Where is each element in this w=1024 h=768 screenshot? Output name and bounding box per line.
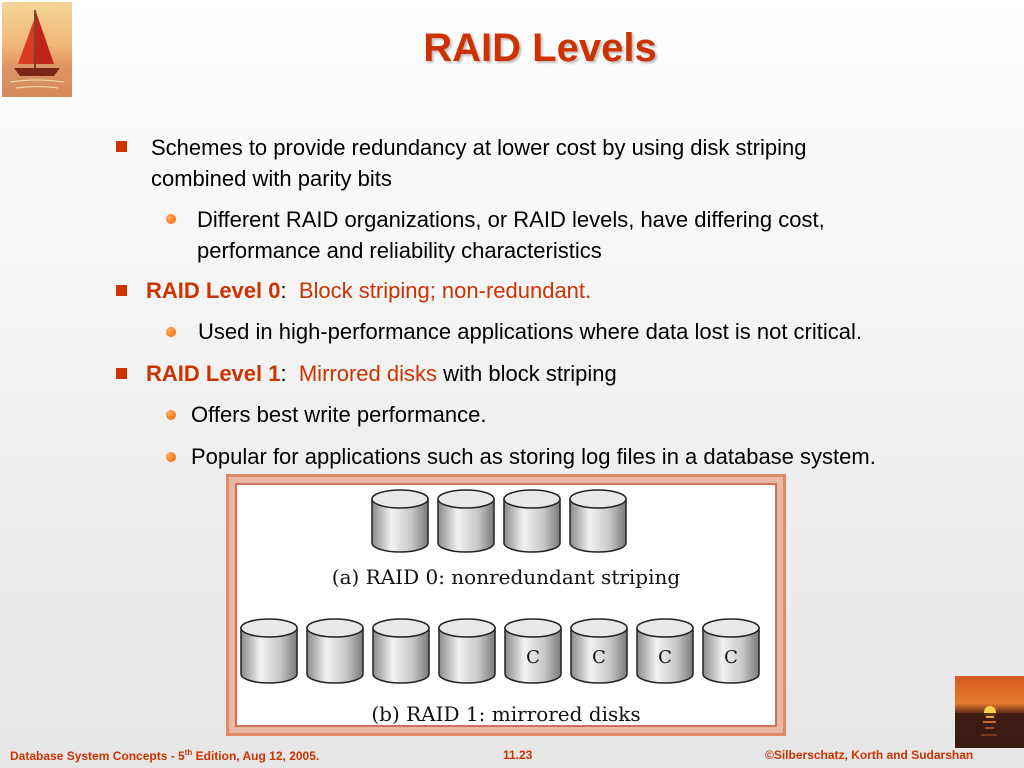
slide-title: RAID Levels [423,26,657,70]
disk-icon [569,489,627,553]
bullet-1-line-1: Schemes to provide redundancy at lower c… [151,135,807,160]
footer-copyright: ©Silberschatz, Korth and Sudarshan [765,748,974,762]
bullet-2-colon: : [280,278,287,303]
raid-figure-panel: C C C C (a) RAID 0: nonredundant striping (… [235,483,777,727]
check-disk-label: C [658,647,672,668]
bullet-3b: Popular for applications such as storing… [191,444,876,469]
check-disk-icon: C [570,618,628,684]
disk-icon [437,489,495,553]
sunset-image [955,676,1024,748]
raid-level-1-label: RAID Level 1 [146,361,281,386]
raid-level-0-desc: Block striping; non-redundant. [298,278,592,303]
sunset-graphic [955,706,1024,748]
sailboat-image [2,2,72,97]
bullet-2: RAID Level 0: Block striping; non-redund… [146,275,591,306]
raid-level-0-label: RAID Level 0 [146,278,281,303]
check-disk-icon: C [504,618,562,684]
check-disk-label: C [724,647,738,668]
slide-number: 11.23 [503,748,533,762]
disk-icon [372,618,430,684]
bullet-1a-line-1: Different RAID organizations, or RAID le… [197,207,825,232]
footer-superscript: th [184,748,193,757]
check-disk-label: C [592,647,606,668]
disk-icon [503,489,561,553]
footer-left: Database System Concepts - 5th Edition, … [10,748,319,763]
footer-edition-date: Edition, Aug 12, 2005. [192,749,320,763]
footer-book-title: Database System Concepts - 5 [10,749,185,763]
square-bullet-icon [116,141,127,152]
bullet-3: RAID Level 1: Mirrored disks with block … [146,358,617,389]
round-bullet-icon [166,410,176,420]
check-disk-icon: C [702,618,760,684]
caption-raid-1: (b) RAID 1: mirrored disks [371,702,641,726]
bullet-1-line-2: combined with parity bits [151,166,392,191]
disk-icon [371,489,429,553]
square-bullet-icon [116,368,127,379]
disk-icon [240,618,298,684]
check-disk-label: C [526,647,540,668]
disk-icon [438,618,496,684]
raid-figure: C C C C (a) RAID 0: nonredundant striping (… [226,474,786,736]
bullet-3-colon: : [280,361,287,386]
bullet-2a: Used in high-performance applications wh… [198,319,862,344]
caption-raid-0: (a) RAID 0: nonredundant striping [331,565,681,589]
raid-level-1-desc: Mirrored disks [298,361,437,386]
round-bullet-icon [166,327,176,337]
raid-level-1-rest: with block striping [437,361,617,386]
check-disk-icon: C [636,618,694,684]
bullet-3a: Offers best write performance. [191,402,487,427]
round-bullet-icon [166,452,176,462]
square-bullet-icon [116,285,127,296]
bullet-1a-line-2: performance and reliability characterist… [197,238,602,263]
round-bullet-icon [166,214,176,224]
sailboat-graphic [2,10,72,97]
disk-icon [306,618,364,684]
